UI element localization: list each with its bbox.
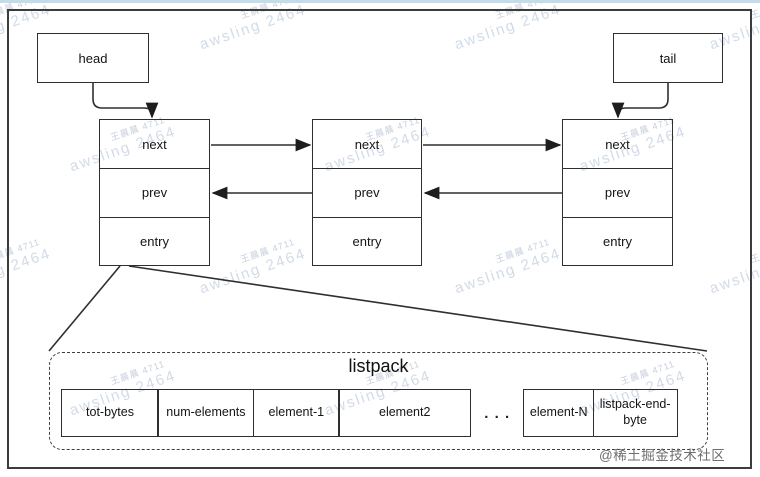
head-to-node1-arrow bbox=[92, 83, 159, 119]
head-label: head bbox=[78, 50, 108, 66]
listpack-cell-element2: element2 bbox=[338, 389, 472, 437]
listpack-cell-num-elements: num-elements bbox=[157, 389, 255, 437]
listpack-container: listpack tot-bytes num-elements element-… bbox=[49, 352, 708, 450]
node3-entry-cell: entry bbox=[563, 216, 672, 265]
juejin-credit-watermark: @稀土掘金技术社区 bbox=[599, 448, 726, 463]
list-node-3: next prev entry bbox=[562, 119, 673, 266]
listpack-ellipsis: . . . bbox=[484, 404, 511, 422]
node3-prev-cell: prev bbox=[563, 168, 672, 216]
list-node-2: next prev entry bbox=[312, 119, 422, 266]
node3-next-cell: next bbox=[605, 136, 630, 152]
entry-expand-line-left bbox=[48, 265, 121, 352]
diagram-outer-frame bbox=[7, 9, 752, 469]
listpack-cell-end-byte: listpack-end-byte bbox=[592, 389, 678, 437]
list-node-1: next prev entry bbox=[99, 119, 210, 266]
node2-entry-cell: entry bbox=[313, 216, 421, 265]
listpack-title: listpack bbox=[348, 356, 409, 376]
listpack-cell-element-1: element-1 bbox=[252, 389, 340, 437]
listpack-cells-row: tot-bytes num-elements element-1 element… bbox=[61, 389, 678, 437]
tail-label: tail bbox=[659, 50, 677, 66]
node1-entry-cell: entry bbox=[100, 216, 209, 265]
node1-prev-cell: prev bbox=[100, 168, 209, 216]
node1-next-cell: next bbox=[142, 136, 167, 152]
listpack-cell-element-N: element-N bbox=[523, 389, 595, 437]
head-pointer-box: head bbox=[37, 33, 149, 83]
top-edge-strip bbox=[0, 0, 760, 3]
listpack-cell-tot-bytes: tot-bytes bbox=[61, 389, 159, 437]
node2-prev-cell: prev bbox=[313, 168, 421, 216]
node2-next-cell: next bbox=[354, 136, 380, 152]
tail-pointer-box: tail bbox=[613, 33, 723, 83]
entry-expand-line-right bbox=[128, 265, 708, 352]
tail-to-node3-arrow bbox=[611, 83, 669, 119]
